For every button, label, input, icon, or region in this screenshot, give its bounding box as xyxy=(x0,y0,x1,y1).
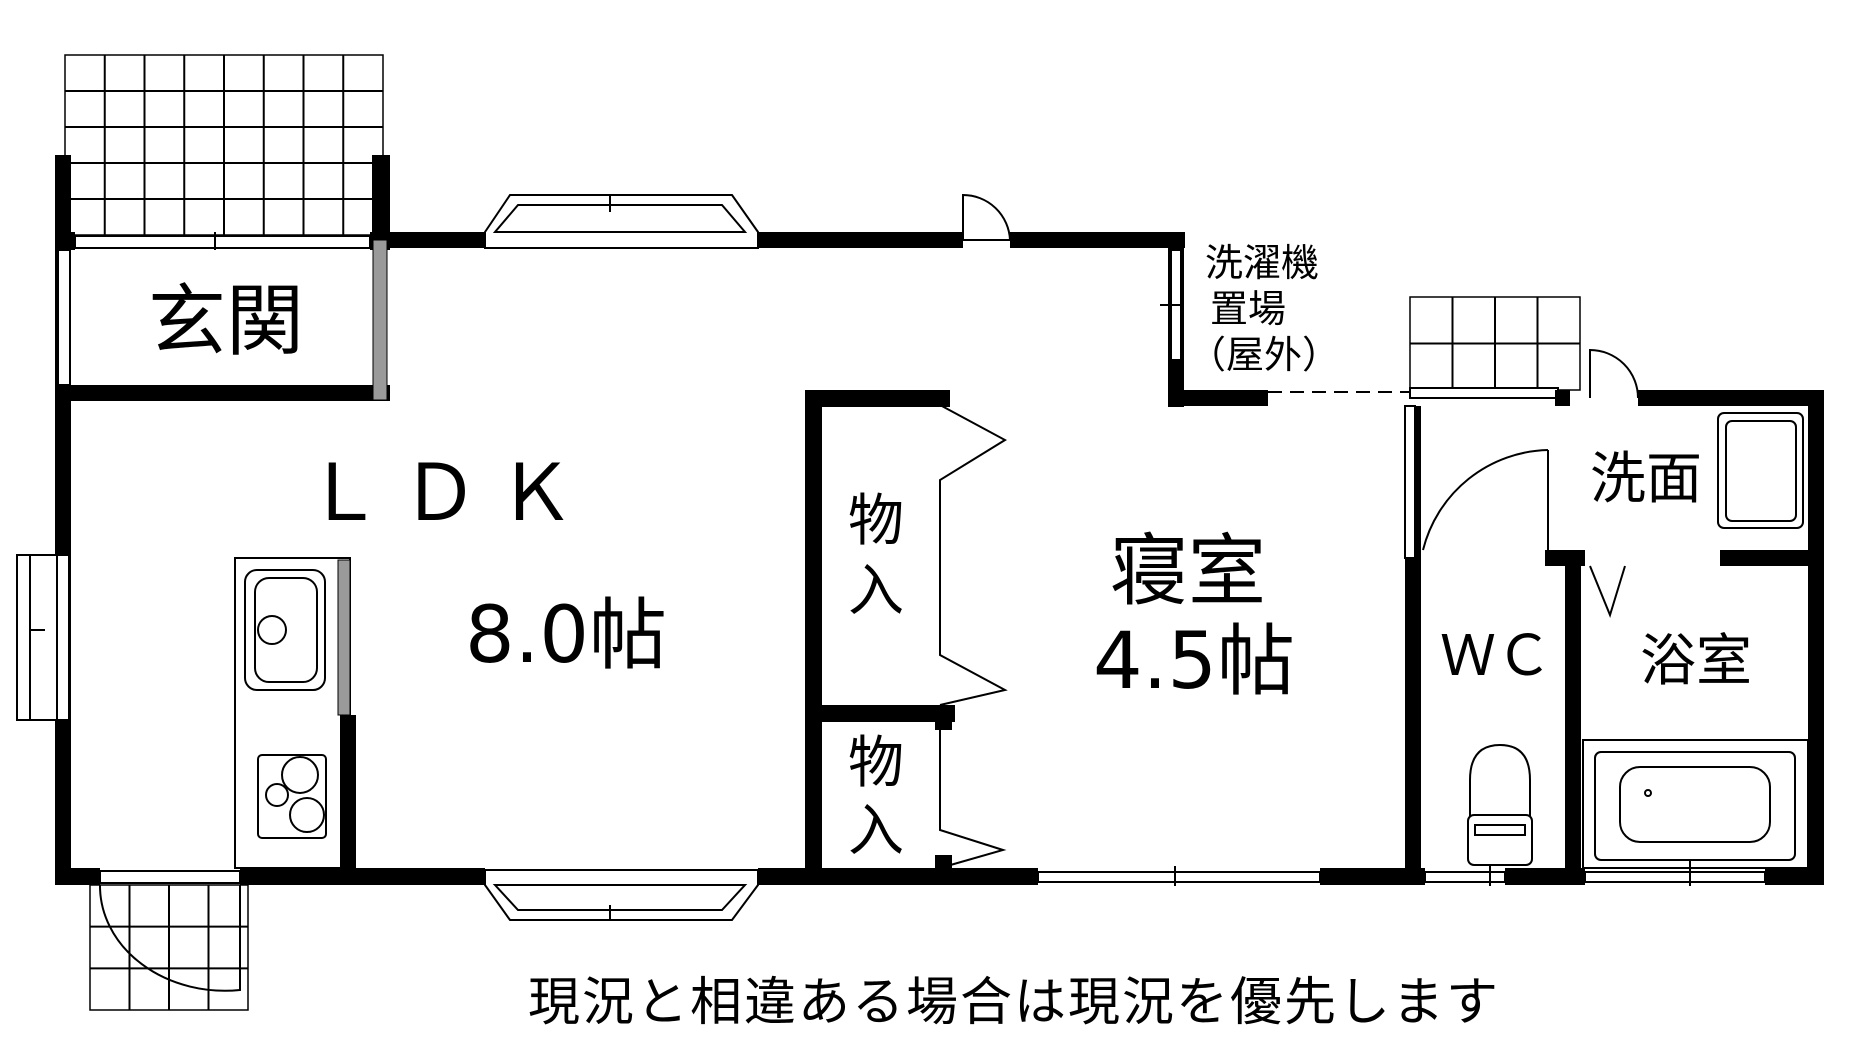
bedroom-size-label: 4.5帖 xyxy=(1093,617,1295,707)
washroom-label: 洗面 xyxy=(1590,447,1702,512)
ldk-step-tiles xyxy=(89,884,249,1011)
storage-lower-label-1: 物 xyxy=(848,731,904,796)
bedroom-label: 寝室 xyxy=(1110,527,1266,617)
ldk-size-label: 8.0帖 xyxy=(465,591,667,681)
laundry-area-tiles xyxy=(1409,296,1581,391)
ldk-label: ＬＤＫ xyxy=(305,449,593,539)
laundry-label-2: 置場 xyxy=(1210,287,1286,331)
laundry-label-1: 洗濯機 xyxy=(1205,241,1319,285)
entrance-label: 玄関 xyxy=(148,277,304,367)
storage-lower-label-2: 入 xyxy=(848,799,904,864)
toilet-label: ＷＣ xyxy=(1440,624,1552,689)
entrance-porch-tiles xyxy=(64,54,384,236)
bathroom-label: 浴室 xyxy=(1640,629,1752,694)
walls xyxy=(16,155,1824,992)
disclaimer-note: 現況と相違ある場合は現況を優先します xyxy=(528,973,1500,1033)
storage-upper-label-2: 入 xyxy=(848,559,904,624)
storage-upper-label-1: 物 xyxy=(848,489,904,554)
laundry-label-3: （屋外） xyxy=(1188,333,1340,377)
